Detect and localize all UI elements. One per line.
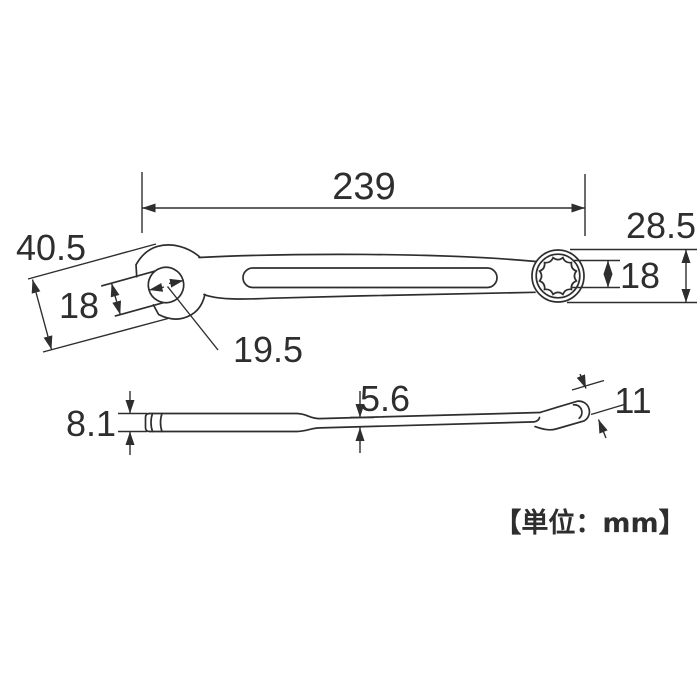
- side-ring-head-outline: [534, 400, 591, 431]
- shaft-slot: [242, 267, 498, 289]
- dim-jaw-opening-label: 18: [59, 285, 99, 326]
- wrench-top-view: [101, 244, 585, 320]
- dim-ring-end-thickness: 11: [571, 373, 652, 439]
- dim-overall-length: 239: [141, 166, 586, 236]
- dim-open-end-thickness-label: 8.1: [66, 403, 116, 444]
- side-bottom-edge: [148, 416, 541, 433]
- unit-label: 【単位：mm】: [494, 507, 685, 539]
- side-left-end-cap: [144, 412, 151, 433]
- dim-open-head-width: 40.5: [16, 227, 169, 353]
- side-jaw-curve-2: [159, 412, 163, 433]
- dim-throat-diameter-label: 19.5: [233, 329, 303, 370]
- open-head-upper-contour: [135, 244, 201, 278]
- open-head-lower-contour: [152, 293, 206, 320]
- dim-open-end-thickness: 8.1: [66, 391, 147, 455]
- shaft-top-edge: [198, 253, 537, 263]
- side-jaw-curve-1: [150, 412, 154, 433]
- dim-ring-end-thickness-label: 11: [614, 380, 651, 421]
- side-top-edge: [148, 411, 541, 420]
- dim-shaft-thickness: 5.6: [350, 378, 410, 453]
- jaw-lower-face-line: [114, 300, 168, 317]
- dim-shaft-thickness-label: 5.6: [360, 378, 410, 419]
- dim-ring-opening-label: 18: [620, 255, 660, 296]
- dim-throat-diameter: 19.5: [148, 278, 303, 370]
- shaft-bottom-edge: [203, 291, 536, 300]
- throat-relief-circle: [147, 266, 185, 304]
- wrench-side-view: [144, 400, 591, 433]
- ring-12point-profile: [538, 256, 578, 296]
- dim-ring-outer-width-label: 28.5: [626, 205, 696, 246]
- dim-jaw-opening-arrows: [110, 283, 121, 315]
- dim-open-head-width-label: 40.5: [16, 227, 86, 268]
- dim-ring-outer-width: 28.5: [567, 205, 697, 304]
- dim-overall-length-label: 239: [332, 166, 395, 208]
- side-ring-head-inner-arc: [572, 403, 583, 420]
- dim-ring-opening: 18: [571, 255, 660, 296]
